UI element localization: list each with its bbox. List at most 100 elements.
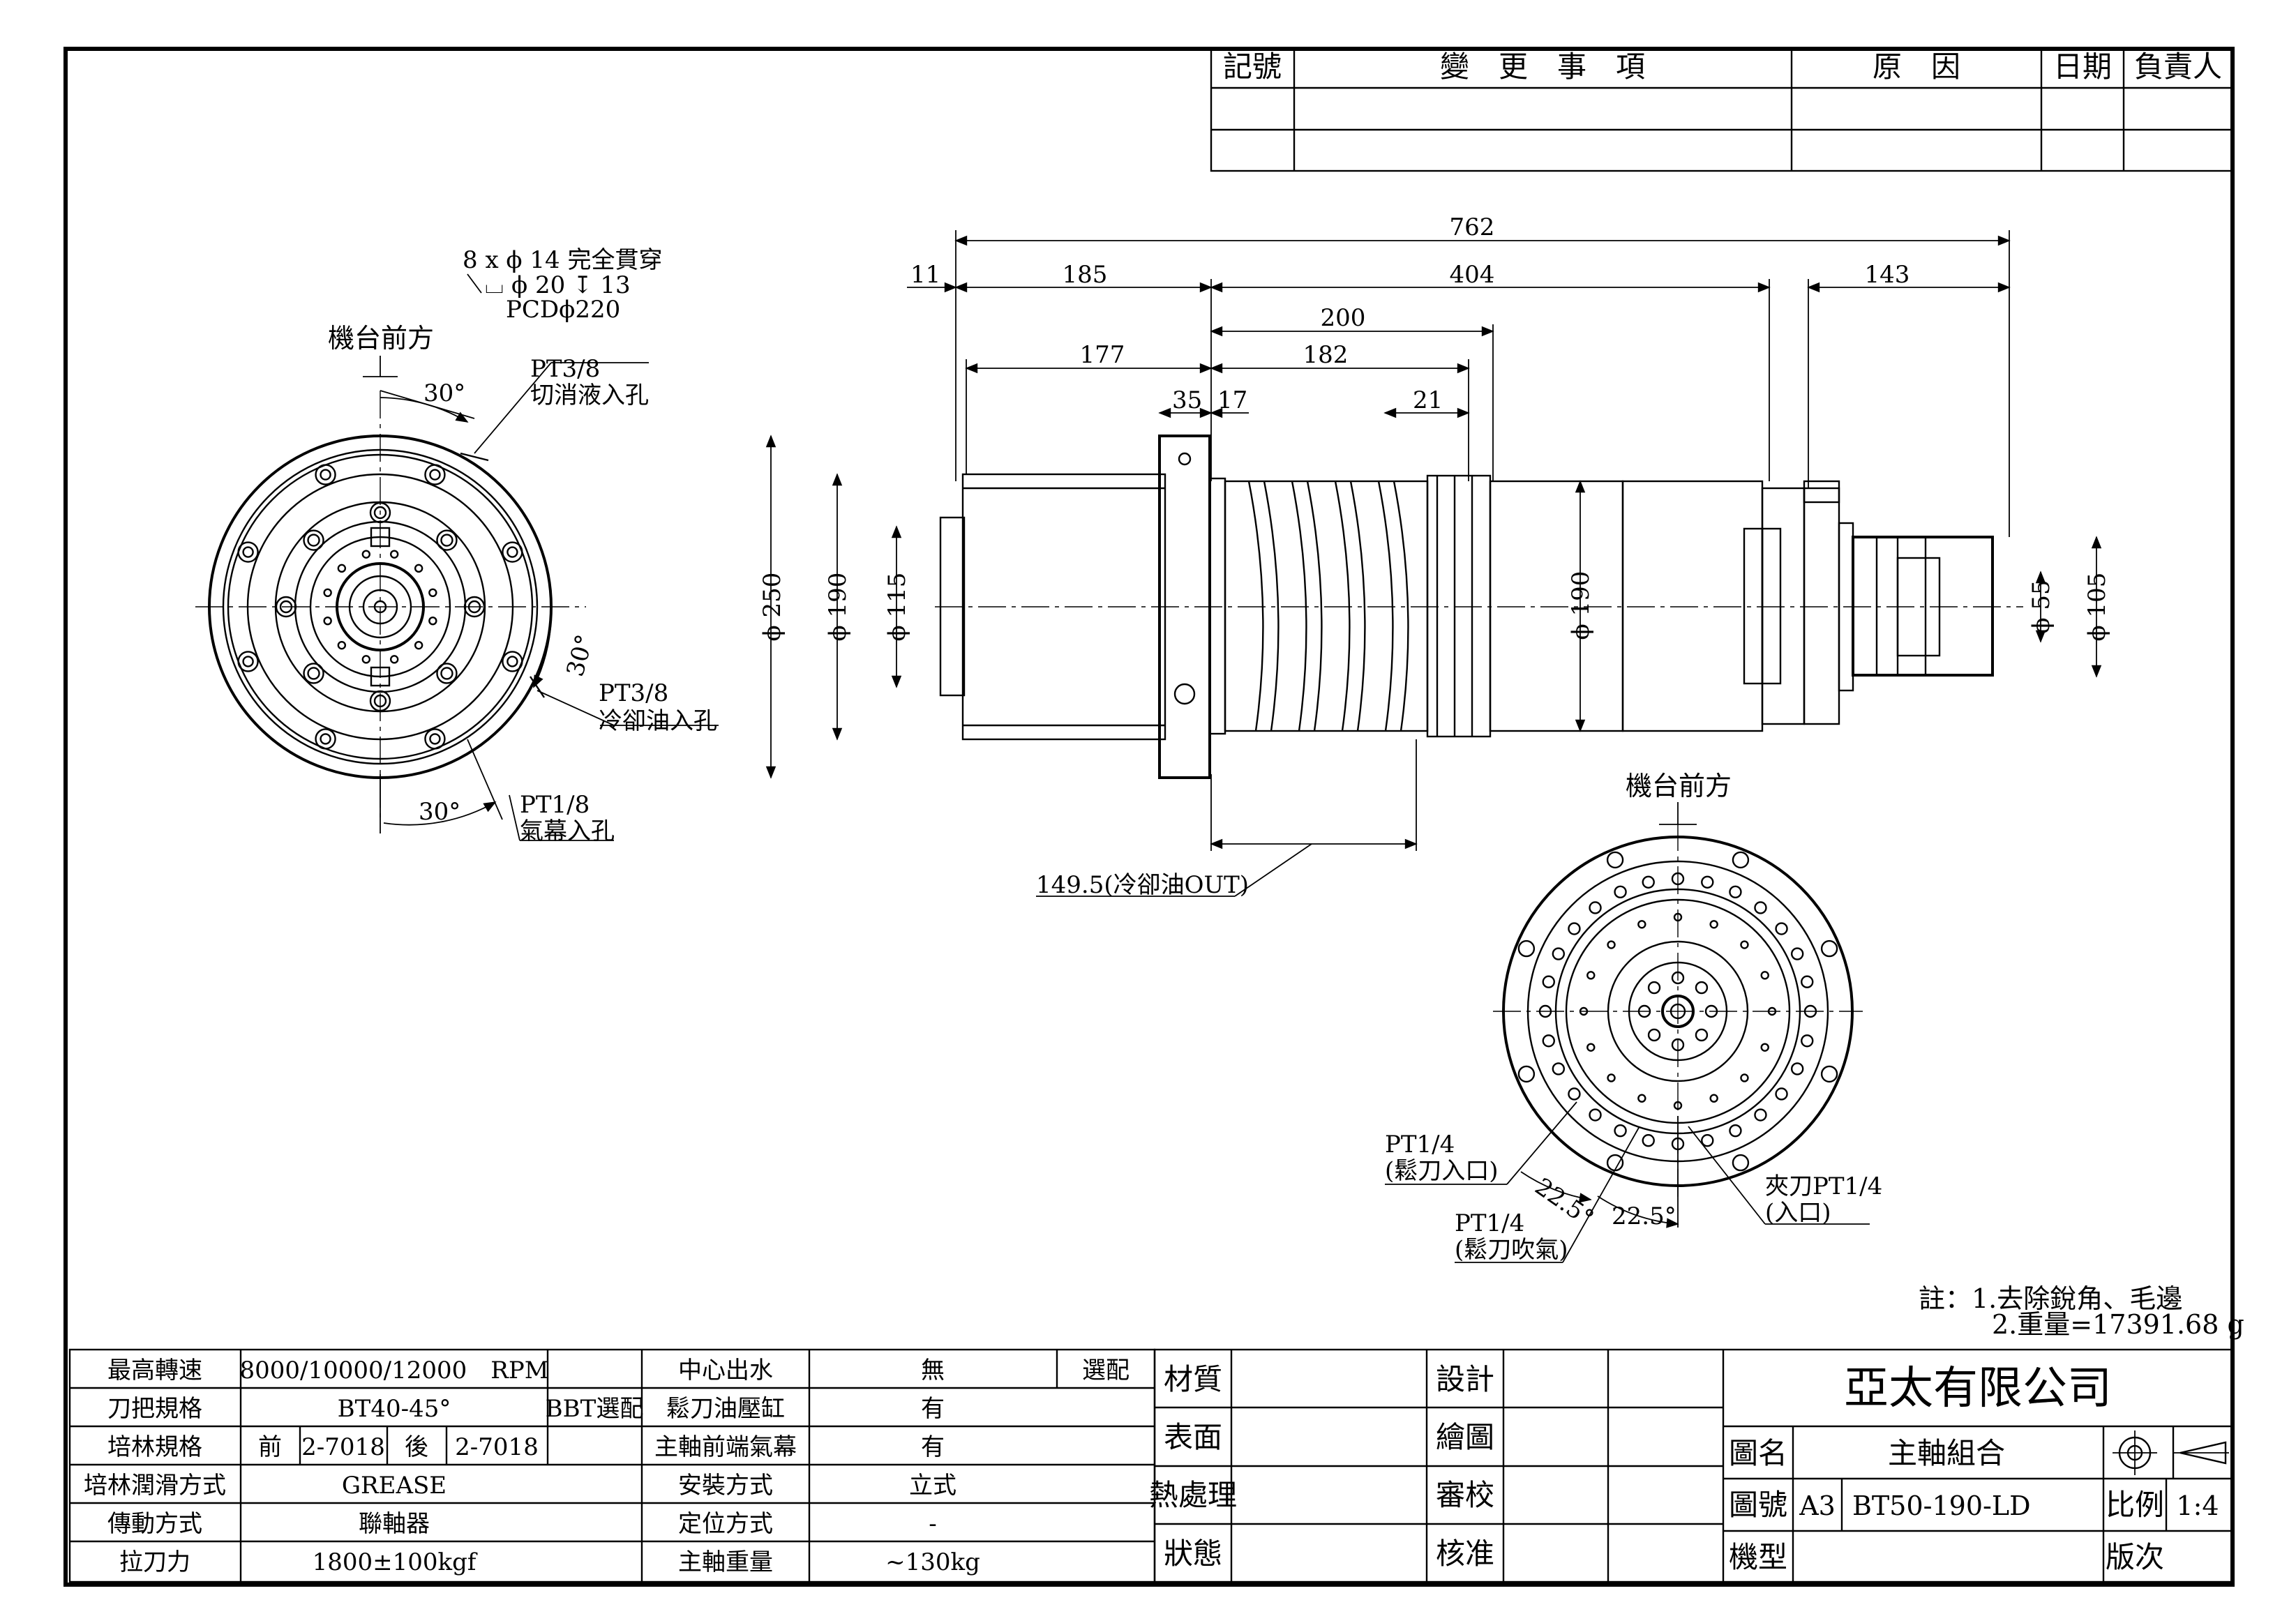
dim-200: 200 [1321,304,1366,332]
dim-404: 404 [1450,261,1495,289]
dim-dia-250: ϕ 250 [758,573,786,642]
title-block [1153,1348,2234,1583]
bolt-hole-inner [440,534,453,547]
rear-flange-hole [1820,939,1838,958]
bolt-hole [369,690,391,712]
rear-ring-hole [1614,885,1627,899]
coil-groove [1334,481,1366,732]
flange-hole-inner [429,733,441,745]
front-oil-port-name: 冷卻油入孔 [599,707,717,735]
rear-flange-hole [1732,851,1750,869]
rear-flange-hole [1606,1154,1624,1172]
rear-flange-hole [1517,1065,1536,1083]
spec-value2-mounting: 立式 [909,1472,956,1500]
rear-ring-hole [1754,901,1767,914]
front-oil-port-size: PT3/8 [599,679,668,707]
flange-hole [237,541,259,563]
rear-ring-hole [1542,975,1555,988]
spec-bearing-front-value: 2-7018 [301,1433,385,1461]
dim-21: 21 [1413,386,1443,414]
rear-ring-hole [1552,1062,1566,1075]
rear-ring-hole [1552,947,1566,960]
bolt-hole-inner [440,667,453,680]
spec-label2-spindle-weight: 主軸重量 [678,1548,773,1576]
flange-hole-inner [242,656,254,667]
title-material: 材質 [1164,1362,1222,1396]
small-hole [414,640,423,650]
flange-hole [502,651,523,672]
front-angle-bottom: 30° [419,798,460,826]
spec-label2-mounting: 安裝方式 [678,1472,773,1500]
title-approve: 核准 [1436,1537,1494,1571]
spindle-coil-grooves [1247,481,1409,732]
rear-ring-hole [1589,901,1602,914]
bolt-hole [369,501,391,524]
rear-hub-hole [1647,1028,1661,1042]
front-air-port-name: 氣幕入孔 [520,817,615,845]
front-holes-note-1: 8 x ϕ 14 完全貫穿 [463,246,662,274]
rear-machine-front-label: 機台前方 [1626,771,1732,801]
spec-value-lubrication: GREASE [342,1472,447,1500]
drawing-border [63,47,2235,1587]
spec-label-pull-force: 拉刀力 [119,1548,190,1576]
flange-hole-inner [429,469,441,481]
rear-angle-2: 22.5° [1612,1202,1676,1230]
rear-hub-hole [1637,1004,1651,1018]
spec-label-drive: 傳動方式 [107,1510,202,1538]
rear-inner-hole [1740,1073,1749,1082]
flange-hole [315,728,336,750]
spec-label2-release-cyl: 鬆刀油壓缸 [666,1395,785,1423]
dim-185: 185 [1063,261,1108,289]
rear-ring-hole [1775,922,1788,935]
bolt-hole-inner [307,534,320,547]
dim-dia-105: ϕ 105 [2083,573,2111,642]
rear-view [1493,823,1863,1200]
small-hole [323,616,332,626]
spec-extra2-optional: 選配 [1082,1357,1130,1384]
flange-hole [237,651,259,672]
dim-11: 11 [910,261,940,289]
rear-hub-hole [1671,1038,1685,1052]
small-hole [361,655,371,664]
rear-ring-hole [1801,1034,1814,1048]
spec-extra-bbt: BBT選配 [546,1395,644,1423]
revision-table: 記號 變 更 事 項 原 因 日期 負責人 [1210,47,2234,172]
rear-inner-hole [1740,940,1749,949]
spec-value2-spindle-weight: ~130kg [885,1548,980,1576]
small-hole [389,655,399,664]
rear-inner-hole [1607,940,1616,949]
front-air-port-size: PT1/8 [520,791,590,819]
flange-hole [424,464,446,485]
spec-value-toolholder: BT40-45° [338,1395,451,1423]
version-label: 版次 [2106,1540,2164,1574]
bolt-hole [303,529,324,551]
scale-value: 1:4 [2176,1490,2219,1521]
title-surface: 表面 [1164,1420,1222,1454]
rear-inner-hole [1709,920,1718,929]
dim-182: 182 [1303,341,1349,369]
flange-hole-inner [320,733,331,745]
side-view [935,435,2023,779]
rear-flange-hole [1732,1154,1750,1172]
bolt-hole-inner [279,600,293,614]
flange-hole [424,728,446,750]
front-view [195,391,586,823]
bolt-hole [275,596,297,618]
rear-angle-1: 22.5° [1530,1172,1599,1232]
title-state: 狀態 [1164,1537,1222,1571]
flange-hole-inner [320,469,331,481]
rear-ring-hole [1642,875,1655,889]
rev-header-date: 日期 [2053,50,2112,84]
rear-inner-hole [1673,912,1683,922]
company-name: 亞太有限公司 [1844,1363,2112,1414]
front-holes-note-2: ⌴ ϕ 20 ↧ 13 [485,271,631,299]
rear-release-port-size: PT1/4 [1385,1131,1455,1158]
rear-clamp-port-name: (入口) [1765,1199,1831,1227]
front-angle-right: 30° [562,632,599,680]
drawing-number-value: BT50-190-LD [1852,1490,2031,1521]
title-drawing: 繪圖 [1436,1420,1494,1454]
small-hole [428,588,437,598]
rear-ring-hole [1671,872,1685,886]
rear-ring-hole [1775,1087,1788,1101]
rev-header-mark: 記號 [1223,50,1282,84]
